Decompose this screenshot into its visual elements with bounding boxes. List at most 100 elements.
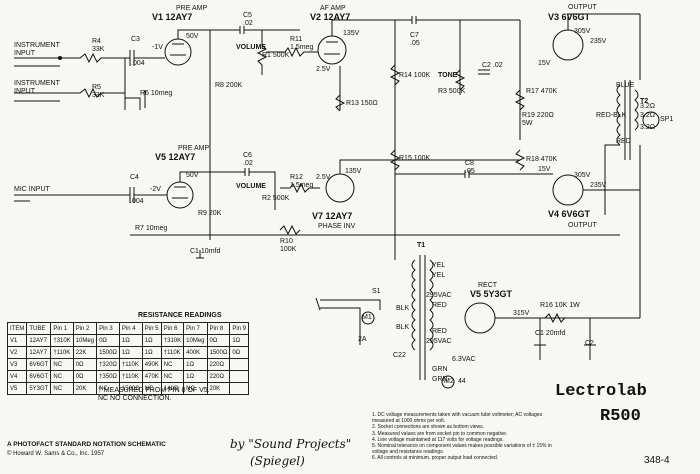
table-cell: 1500Ω [206,346,231,359]
t1-grn-1: GRN [432,366,448,373]
table-cell: 140Ω [160,382,185,395]
table-header-cell: Pin 5 [141,322,162,335]
table-cell: 0Ω [229,346,250,359]
v4-cathode-voltage: 15V [538,166,551,173]
table-cell: 470K [141,370,162,383]
v7-cathode-voltage: 2.5V [316,174,331,181]
note-item: 6. All controls at minimum, proper outpu… [372,455,499,462]
note-item: 4. Line voltage maintained at 117 volts … [372,436,504,443]
table-cell: 0Ω [206,334,231,347]
table-header-cell: Pin 8 [206,322,231,335]
table-cell [229,358,250,371]
table-cell: 10Meg [72,334,98,347]
table-cell: V5 [6,382,28,395]
c3-label: C3.004 [131,36,145,67]
table-cell: V1 [6,334,28,347]
t1-blk-1: BLK [396,305,410,312]
note-item: 1. DC voltage measurements taken with va… [372,412,543,425]
c7-label: C7.05 [410,32,420,47]
c1-label: C1 10mfd [190,248,221,255]
r7-label: R7 10meg [135,225,168,232]
table-cell: 10Meg [183,334,208,347]
table-cell: †310K [160,334,185,347]
table-header-cell: Pin 3 [96,322,120,335]
table-cell: 20K [72,382,98,395]
t1-yel-2: YEL [432,272,446,279]
v2-role: AF AMP [320,5,346,12]
table-cell: 20K [206,382,231,395]
table-header-cell: Pin 1 [50,322,74,335]
v5-role: PRE AMP [178,145,210,152]
table-header-cell: Pin 9 [229,322,250,335]
rect-role: RECT [478,282,498,289]
table-footnote-1: † MEASURED FROM PIN 8 OF V5. [98,387,210,394]
v7-role: PHASE INV [318,223,356,230]
v5-plate-voltage: 50V [186,172,199,179]
t2-blue: BLUE [616,82,635,89]
rect-tube-symbol [464,302,496,334]
table-header-cell: Pin 6 [160,322,185,335]
note-item: 3. Measured values are from socket pin t… [372,430,508,437]
table-cell: †110K [50,346,74,359]
instrument-input-2-label: INSTRUMENT INPUT [14,80,60,95]
c22-label: C22 [393,352,406,359]
t2-red: RED [616,138,631,145]
c2b-label: C2 [585,340,594,347]
t2-red-blk: RED-BLK [596,112,627,119]
r19-label: R19 220Ω 5W [522,112,554,127]
v4-screen-voltage: 235V [590,182,607,189]
v1-plate-voltage: 50V [186,33,199,40]
t2-tap-3: 3.2Ω [640,124,655,131]
r2-label: R2 500K [262,195,290,202]
v5-tube-symbol [166,181,194,209]
r3-label: R3 500K [438,88,466,95]
c1b-label: C1 20mfd [535,330,566,337]
table-cell: †110K [160,346,185,359]
table-cell: 1Ω [183,358,208,371]
table-cell: †110K [118,358,143,371]
t2-tap-1: 3.2Ω [640,103,655,110]
volume-2-label: VOLUME [236,183,266,190]
v3-label: V3 6V6GT [548,12,591,22]
r16-label: R16 10K 1W [540,302,580,309]
table-cell: NC [160,370,185,383]
r8-label: R8 200K [215,82,243,89]
volume-1-label: VOLUME [236,44,266,51]
instrument-input-2-jack [14,92,60,102]
table-header-cell: ITEM [6,322,28,335]
r18-label: R18 470K [526,156,558,163]
motor-m1-symbol [361,311,375,325]
handwritten-note-1: by "Sound Projects" [230,437,352,451]
table-cell: NC [50,370,74,383]
model-number: R500 [600,407,641,426]
speaker-symbol [642,111,660,129]
r15-label: R15 100K [399,155,431,162]
filament-voltage: 6.3VAC [452,356,476,363]
handwritten-note-2: (Spiegel) [250,454,305,468]
s1-label: S1 [372,288,381,295]
table-cell: 400K [183,346,208,359]
v3-role: OUTPUT [568,4,597,11]
t2-label: T2 [640,98,649,105]
table-header-cell: Pin 7 [183,322,208,335]
rect-label: V5 5Y3GT [470,289,513,299]
t1-red-1: RED [432,302,447,309]
notes-list: 1. DC voltage measurements taken with va… [372,412,562,462]
model-name: Lectrolab [555,382,647,401]
note-item: 5. Nominal tolerance on component values… [372,443,552,456]
r17-label: R17 470K [526,88,558,95]
table-title: RESISTANCE READINGS [138,312,222,319]
table-cell: 1Ω [141,334,162,347]
c6-label: C6.02 [243,152,253,167]
fuse-rating: 2A [358,336,367,343]
